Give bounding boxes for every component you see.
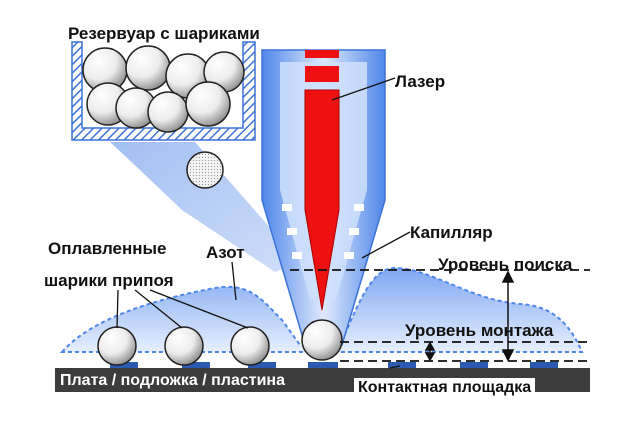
melted-leader-line: [116, 289, 119, 329]
ball-reservoir: [71, 41, 256, 141]
contact-pad: [388, 362, 416, 368]
reservoir-label: Резервуар с шариками: [68, 24, 260, 43]
laser-beam: [304, 50, 340, 311]
contact-pad: [248, 362, 276, 368]
melted-balls-label-line1: Оплавленные: [48, 239, 167, 258]
capillary-leader-line: [361, 231, 411, 259]
reservoir-ball: [147, 91, 189, 133]
laser-label: Лазер: [395, 72, 446, 91]
contact-pad: [308, 362, 338, 368]
contact-pad: [460, 362, 488, 368]
falling-solder-ball: [186, 151, 224, 189]
capillary-label: Капилляр: [410, 223, 493, 242]
reservoir-ball: [125, 45, 171, 91]
nitrogen-leader-line: [231, 261, 237, 301]
board-label: Плата / подложка / пластина: [60, 372, 285, 389]
mount-height-arrow: [424, 341, 436, 362]
search-height-arrow: [501, 270, 515, 362]
search-level-label: Уровень поиска: [438, 255, 573, 274]
reservoir-ball: [185, 81, 231, 127]
laser-leader-line: [331, 77, 396, 101]
contact-pad-leader-line: [389, 365, 401, 369]
contact-pad-label: Контактная площадка: [354, 378, 536, 398]
ball-feed-chute: [110, 142, 300, 272]
contact-pad: [110, 362, 138, 368]
melted-leader-line: [134, 289, 183, 329]
nitrogen-label: Азот: [206, 243, 245, 262]
melted-solder-ball: [164, 326, 204, 366]
placed-solder-ball: [301, 319, 343, 361]
melted-balls-label-line2: шарики припоя: [44, 271, 174, 290]
melted-solder-ball: [230, 326, 270, 366]
melted-solder-ball: [97, 326, 137, 366]
melted-leader-line: [149, 289, 249, 329]
contact-pad: [182, 362, 210, 368]
contact-pad: [530, 362, 558, 368]
reservoir-balls: [82, 45, 245, 133]
mount-level-label: Уровень монтажа: [405, 321, 554, 340]
